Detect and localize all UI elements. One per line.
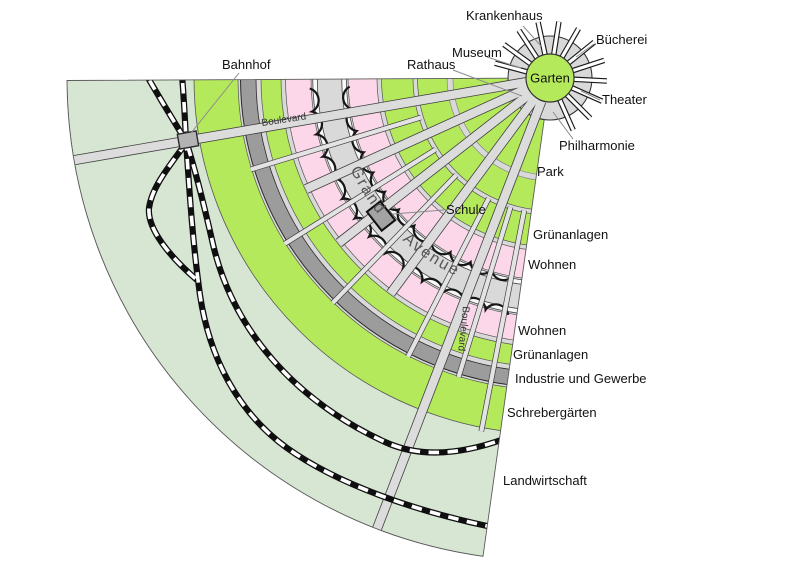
ring-park [417, 78, 545, 211]
garten-label: Garten [530, 71, 570, 86]
crescent-houses-outer [308, 87, 510, 316]
leader-buecherei [575, 43, 595, 58]
boulevard-right-label: Boulevard [455, 306, 471, 352]
label-landwirtschaft: Landwirtschaft [503, 473, 587, 488]
label-rathaus: Rathaus [407, 57, 456, 72]
leader-bahnhof [190, 72, 240, 134]
leader-lines [190, 25, 601, 215]
leader-theater [580, 90, 601, 101]
label-wohnen-1: Wohnen [528, 257, 577, 272]
label-theater: Theater [602, 92, 647, 107]
minor-radial-streets [249, 114, 527, 432]
label-philharmonie: Philharmonie [559, 138, 635, 153]
leader-rathaus [452, 69, 523, 97]
hub-spoke-roads [494, 21, 608, 132]
label-schrebergaerten: Schrebergärten [507, 405, 597, 420]
label-wohnen-2: Wohnen [518, 323, 567, 338]
garten-circle [525, 53, 575, 103]
label-museum: Museum [452, 45, 502, 60]
leader-museum [486, 56, 522, 69]
label-buecherei: Bücherei [596, 32, 648, 47]
bahnhof-building [176, 130, 200, 150]
label-bahnhof: Bahnhof [222, 57, 271, 72]
label-schule: Schule [446, 202, 486, 217]
ring-fills [67, 78, 545, 557]
leader-schule [392, 209, 445, 215]
label-park: Park [537, 164, 564, 179]
label-industrie: Industrie und Gewerbe [515, 371, 647, 386]
sector-outline [66, 77, 545, 557]
schule-building [365, 199, 397, 233]
leader-philharmonie [552, 111, 574, 140]
leader-krankenhaus [522, 25, 542, 47]
label-krankenhaus: Krankenhaus [466, 8, 543, 23]
label-gruenanlagen-1: Grünanlagen [533, 227, 609, 242]
label-gruenanlagen-2: Grünanlagen [513, 347, 589, 362]
crescent-houses-inner [342, 85, 515, 282]
